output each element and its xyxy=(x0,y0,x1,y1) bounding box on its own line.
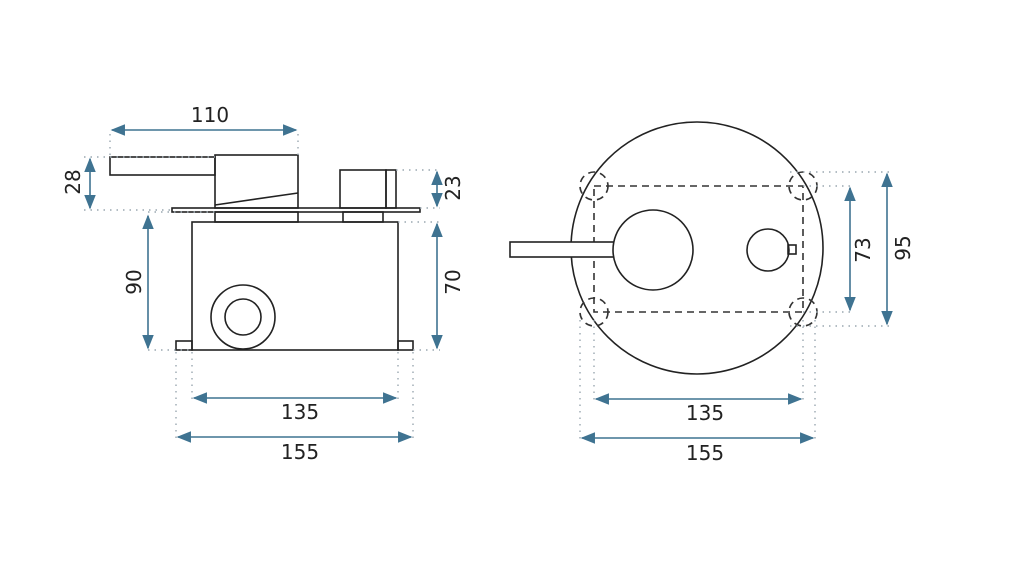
mixer-cap xyxy=(214,154,299,209)
dim-110-label: 110 xyxy=(191,103,229,127)
cap-slant-line xyxy=(214,192,299,206)
dim-135-front-label: 135 xyxy=(686,401,724,425)
port-outer xyxy=(210,284,276,350)
dim-28-label: 28 xyxy=(61,169,85,194)
hidden-corner xyxy=(579,171,609,201)
dim-155-label: 155 xyxy=(281,440,319,464)
front-view: 73 95 135 155 xyxy=(509,121,915,465)
diverter-knob-front xyxy=(746,228,790,272)
dim-155-front-label: 155 xyxy=(686,441,724,465)
lever-handle-front xyxy=(509,241,616,258)
diverter-knob xyxy=(339,169,387,209)
dim-70-label: 70 xyxy=(441,269,465,294)
dim-135-label: 135 xyxy=(281,400,319,424)
foot-right xyxy=(397,340,414,351)
dim-23-label: 23 xyxy=(441,175,465,200)
port-inner xyxy=(224,298,262,336)
connector-right xyxy=(342,211,384,223)
hidden-corner xyxy=(579,297,609,327)
dim-90-label: 90 xyxy=(122,269,146,294)
dim-95-label: 95 xyxy=(891,235,915,260)
side-view: 110 28 23 90 70 135 155 xyxy=(61,103,465,464)
dim-73-label: 73 xyxy=(851,237,875,262)
connector-left xyxy=(214,211,299,223)
mixer-knob-front xyxy=(612,209,694,291)
knob-strip xyxy=(385,169,397,209)
mounting-box xyxy=(191,221,399,351)
foot-left xyxy=(175,340,193,351)
lever-handle xyxy=(109,156,216,176)
diverter-nub xyxy=(787,244,797,255)
